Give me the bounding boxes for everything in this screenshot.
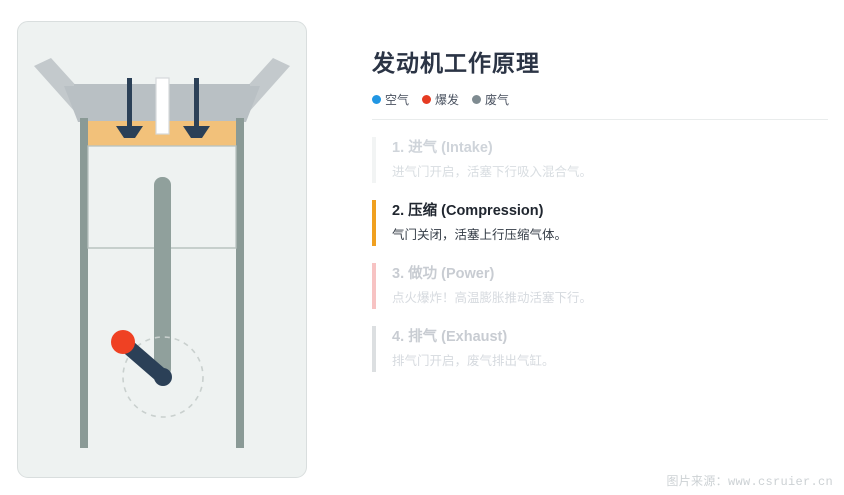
legend-item-explosion: 爆发	[422, 91, 459, 108]
legend-dot-exhaust-icon	[472, 94, 482, 104]
legend-item-air: 空气	[372, 91, 409, 108]
intake-valve-icon	[116, 78, 143, 138]
legend-dot-air-icon	[372, 94, 381, 104]
step-title-power: 3. 做功 (Power)	[392, 266, 495, 282]
step-item-intake[interactable]: 1. 进气 (Intake) 进气门开启，活塞下行吸入混合气。	[372, 137, 830, 183]
crank-orbit-path	[122, 336, 204, 418]
cylinder-walls	[80, 118, 244, 448]
stroke-step-list: 1. 进气 (Intake) 进气门开启，活塞下行吸入混合气。 2. 压缩 (C…	[372, 137, 830, 372]
spark-plug-icon	[155, 77, 170, 135]
exhaust-valve-icon	[183, 78, 210, 138]
watermark-prefix: 图片来源：	[666, 474, 728, 488]
connecting-rod	[154, 177, 171, 377]
engine-diagram-svg	[34, 58, 290, 448]
crankshaft	[111, 330, 172, 386]
content-column: 发动机工作原理 空气 爆发 废气 1. 进气 (Intake) 进气门开启，活塞…	[372, 48, 830, 389]
step-title-exhaust: 4. 排气 (Exhaust)	[392, 329, 508, 345]
step-title-compression: 2. 压缩 (Compression)	[392, 203, 544, 219]
step-item-exhaust[interactable]: 4. 排气 (Exhaust) 排气门开启，废气排出气缸。	[372, 326, 830, 372]
legend-item-exhaust: 废气	[472, 91, 509, 108]
step-desc-exhaust: 排气门开启，废气排出气缸。	[392, 354, 555, 368]
engine-diagram-panel	[17, 21, 307, 478]
step-title-intake: 1. 进气 (Intake)	[392, 140, 493, 156]
legend-label-exhaust: 废气	[485, 92, 510, 107]
legend-label-explosion: 爆发	[435, 92, 460, 107]
legend-label-air: 空气	[385, 92, 410, 107]
legend-dot-explosion-icon	[422, 94, 432, 104]
step-desc-compression: 气门关闭，活塞上行压缩气体。	[392, 228, 568, 242]
step-item-power[interactable]: 3. 做功 (Power) 点火爆炸！高温膨胀推动活塞下行。	[372, 263, 830, 309]
legend: 空气 爆发 废气	[372, 91, 830, 107]
page-title: 发动机工作原理	[372, 50, 540, 76]
step-item-compression[interactable]: 2. 压缩 (Compression) 气门关闭，活塞上行压缩气体。	[372, 200, 830, 246]
step-desc-intake: 进气门开启，活塞下行吸入混合气。	[392, 165, 593, 179]
step-desc-power: 点火爆炸！高温膨胀推动活塞下行。	[392, 291, 593, 305]
source-watermark: 图片来源：www.csruier.cn	[666, 472, 833, 489]
header-divider	[372, 119, 828, 120]
watermark-url: www.csruier.cn	[727, 475, 833, 489]
